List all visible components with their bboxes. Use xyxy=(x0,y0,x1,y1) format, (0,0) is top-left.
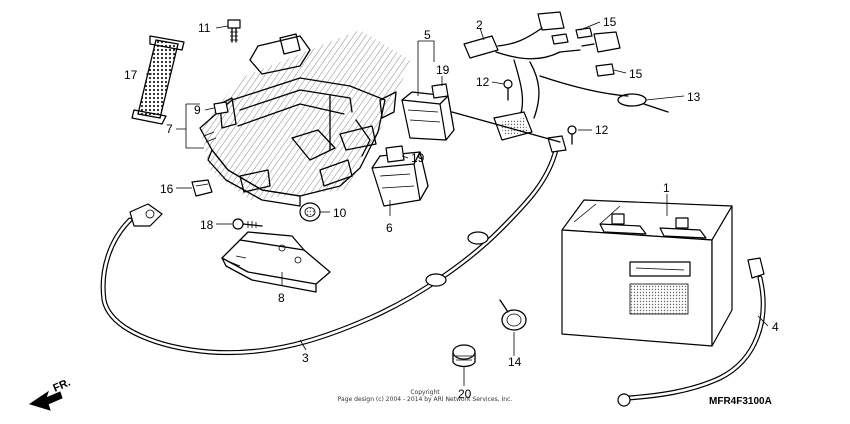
leader-lines xyxy=(146,21,769,386)
callout-12: 12 xyxy=(476,75,490,89)
callout-14: 14 xyxy=(508,355,522,369)
callouts: 1 2 3 4 5 6 7 8 9 10 11 12 12 13 14 15 1… xyxy=(124,15,779,401)
relay-5 xyxy=(401,91,455,141)
starter-cable xyxy=(100,111,567,356)
copyright-title: Copyright xyxy=(410,389,440,396)
relay-6 xyxy=(371,151,429,207)
cushion-16 xyxy=(191,179,213,197)
grommet-20 xyxy=(452,344,476,368)
rubber-strap xyxy=(131,35,185,125)
fuse-19a xyxy=(431,83,449,99)
battery xyxy=(561,199,733,347)
direction-label: FR. xyxy=(51,377,72,395)
callout-4: 4 xyxy=(772,320,779,334)
callout-13: 13 xyxy=(687,90,701,104)
battery-plate xyxy=(221,231,331,293)
cable-clamp xyxy=(499,299,527,331)
callout-15: 15 xyxy=(629,67,643,81)
callout-20: 20 xyxy=(458,387,472,401)
bolt-18 xyxy=(232,218,263,230)
diagram-code: MFR4F3100A xyxy=(709,396,772,407)
callout-11: 11 xyxy=(198,21,211,35)
callout-12: 12 xyxy=(595,123,609,137)
grommet-10 xyxy=(299,202,321,222)
callout-15: 15 xyxy=(603,15,617,29)
callout-2: 2 xyxy=(476,18,483,32)
callout-6: 6 xyxy=(386,221,393,235)
callout-9: 9 xyxy=(194,103,201,117)
callout-19: 19 xyxy=(411,151,425,165)
battery-box xyxy=(199,30,410,207)
negative-cable xyxy=(617,257,766,407)
fuse-19b xyxy=(385,145,405,163)
callout-19: 19 xyxy=(436,63,450,77)
callout-7: 7 xyxy=(166,122,173,136)
bolt-11 xyxy=(227,19,241,43)
copyright-notice: Page design (c) 2004 - 2014 by ARI Netwo… xyxy=(337,396,513,403)
clip-9 xyxy=(213,101,229,115)
bolt-12b xyxy=(567,125,577,145)
band-13 xyxy=(617,93,669,113)
callout-16: 16 xyxy=(160,182,174,196)
callout-3: 3 xyxy=(302,351,309,365)
callout-5: 5 xyxy=(424,28,431,42)
callout-18: 18 xyxy=(200,218,214,232)
bolt-12a xyxy=(503,79,513,101)
callout-8: 8 xyxy=(278,291,285,305)
front-direction-arrow: FR. xyxy=(28,377,72,411)
sub-harness xyxy=(463,11,629,141)
callout-10: 10 xyxy=(333,206,347,220)
callout-17: 17 xyxy=(124,68,138,82)
callout-1: 1 xyxy=(663,181,670,195)
